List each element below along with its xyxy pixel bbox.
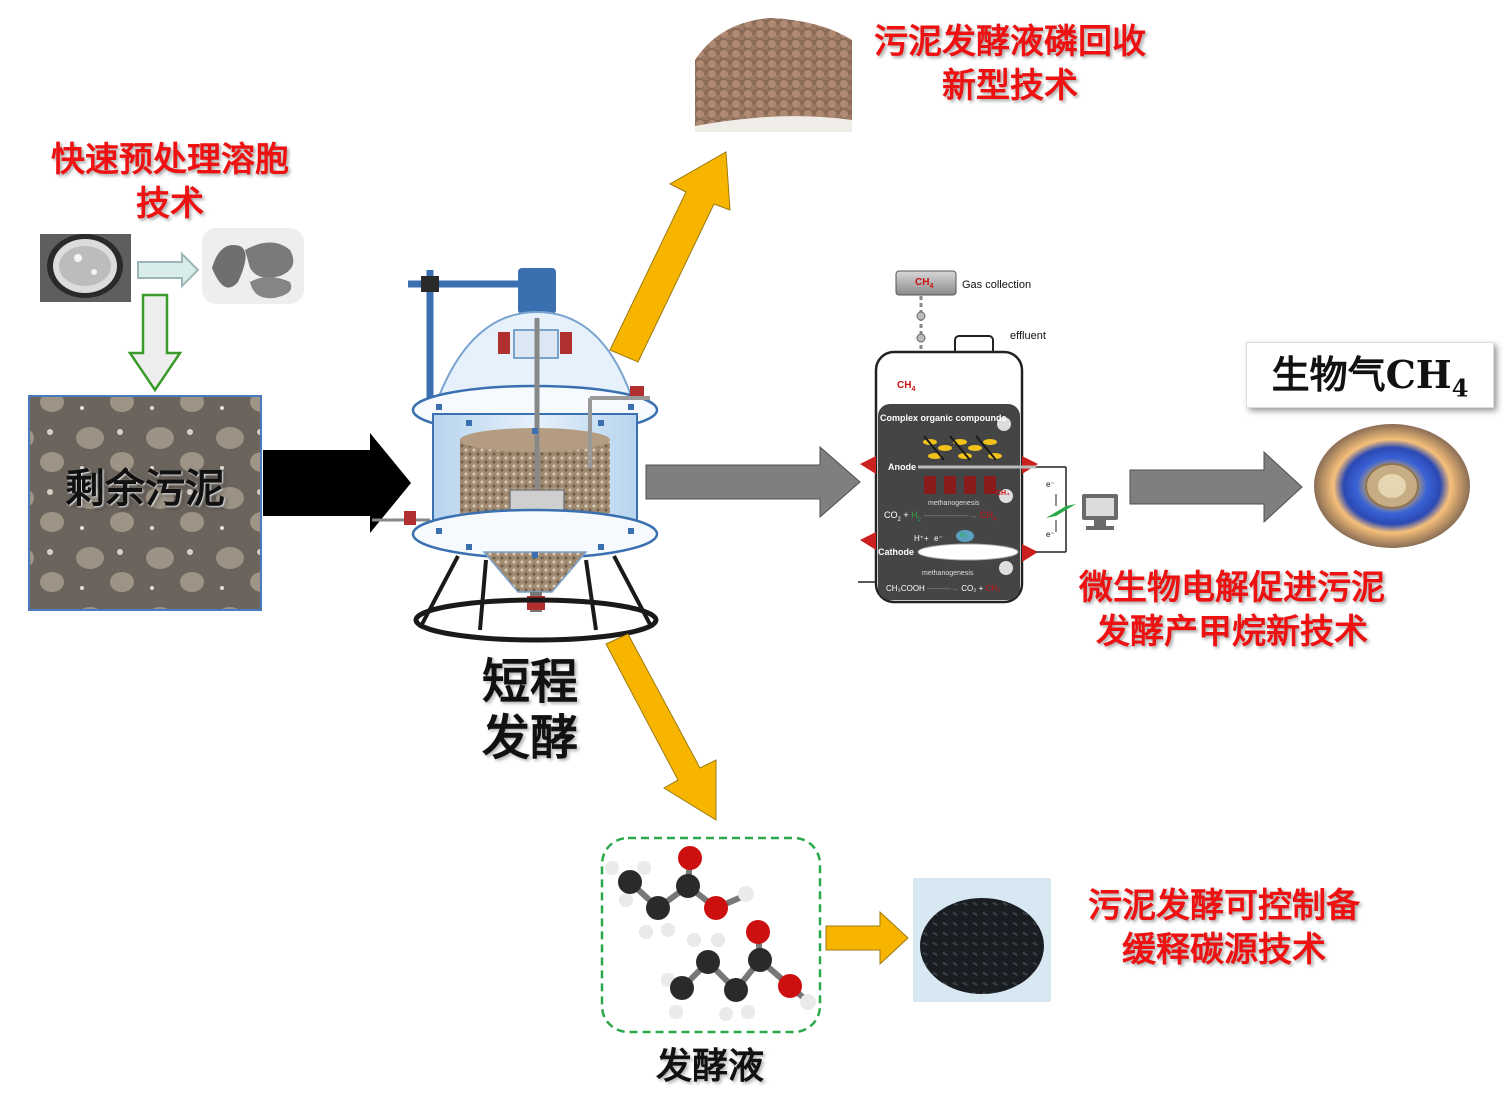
carbon-title-line1: 污泥发酵可控制备 xyxy=(1088,886,1360,926)
reactor-to-mec-arrow xyxy=(645,445,861,519)
sludge-to-reactor-arrow xyxy=(263,433,411,533)
carbon-title-line2: 缓释碳源技术 xyxy=(1122,930,1326,970)
mec-hplus: H⁺+ xyxy=(914,534,929,543)
mec-tank-ch4: CH4 xyxy=(915,277,934,290)
phosphorus-title-line2: 新型技术 xyxy=(942,66,1078,106)
computer-icon xyxy=(1082,494,1118,530)
mec-top-ch4: CH4 xyxy=(897,380,916,393)
phosphorus-title-line1: 污泥发酵液磷回收 xyxy=(874,22,1146,62)
reactor-label: 短程 发酵 xyxy=(470,654,590,766)
mec-complex-label: Complex organic compounds xyxy=(880,413,1007,423)
mec-h2-blob: H₂ xyxy=(960,532,968,539)
mec-e-minus: e⁻ xyxy=(934,534,943,543)
mec-title: 微生物电解促进污泥 发酵产甲烷新技术 xyxy=(1052,566,1412,654)
pretreat-title-line1: 快速预处理溶胞 xyxy=(51,140,289,180)
carbon-source-title: 污泥发酵可控制备 缓释碳源技术 xyxy=(1064,884,1384,972)
mec-bubble-ch4: CH₄ xyxy=(996,490,1010,497)
mec-title-line1: 微生物电解促进污泥 xyxy=(1079,568,1385,608)
mec-to-biogas-arrow xyxy=(1129,450,1303,524)
mec-gas-collection: Gas collection xyxy=(962,279,1032,291)
mec-methanogenesis-1: methanogenesis xyxy=(928,500,980,507)
biogas-label: 生物气CH4 xyxy=(1271,352,1469,403)
mec-wire-e2: e⁻ xyxy=(1046,530,1055,539)
mec-co2-h2-reaction: CO2 + H2 —————→ CH4 xyxy=(884,510,997,523)
mec-title-line2: 发酵产甲烷新技术 xyxy=(1096,612,1368,652)
mec-methanogenesis-2: methanogenesis xyxy=(922,570,974,577)
pretreatment-title: 快速预处理溶胞 技术 xyxy=(20,138,320,226)
mec-acetate-reaction: CH₃COOH ———→ CO₂ + CH₄ xyxy=(886,584,1001,593)
liquid-to-carbon-arrow xyxy=(825,910,909,966)
propionic-acid-molecule xyxy=(605,846,754,939)
cell-before-lysis-image xyxy=(40,234,131,302)
reactor-to-liquid-arrow xyxy=(605,633,717,821)
flame-burner-image xyxy=(1314,424,1470,548)
mec-wire-e1: e⁻ xyxy=(1046,480,1055,489)
mec-cathode-label: Cathode xyxy=(878,547,914,557)
reactor-label-line1: 短程 xyxy=(481,654,578,710)
pretreat-title-line2: 技术 xyxy=(136,184,204,224)
fermentation-liquid-label: 发酵液 xyxy=(655,1046,764,1087)
sludge-texture-image xyxy=(28,395,262,611)
reactor-label-line2: 发酵 xyxy=(481,710,578,766)
biogas-label-box: 生物气CH4 xyxy=(1246,342,1494,408)
sludge-label: 剩余污泥 xyxy=(65,466,225,512)
mec-anode-label: Anode xyxy=(888,462,916,472)
lysis-arrow xyxy=(137,251,200,289)
phosphorus-granules-image xyxy=(695,18,852,132)
mec-effluent: effluent xyxy=(1010,330,1046,342)
carbon-source-granules-image xyxy=(913,878,1051,1002)
phosphorus-recovery-title: 污泥发酵液磷回收 新型技术 xyxy=(850,20,1170,108)
fermentation-liquid-box xyxy=(600,836,822,1034)
reactor-to-phosphorus-arrow xyxy=(609,151,731,363)
cell-after-lysis-image xyxy=(202,228,304,304)
pretreat-down-arrow xyxy=(127,293,183,393)
butyric-acid-molecule xyxy=(661,920,816,1021)
mec-cell xyxy=(858,270,1076,604)
fermentation-reactor xyxy=(372,268,659,643)
